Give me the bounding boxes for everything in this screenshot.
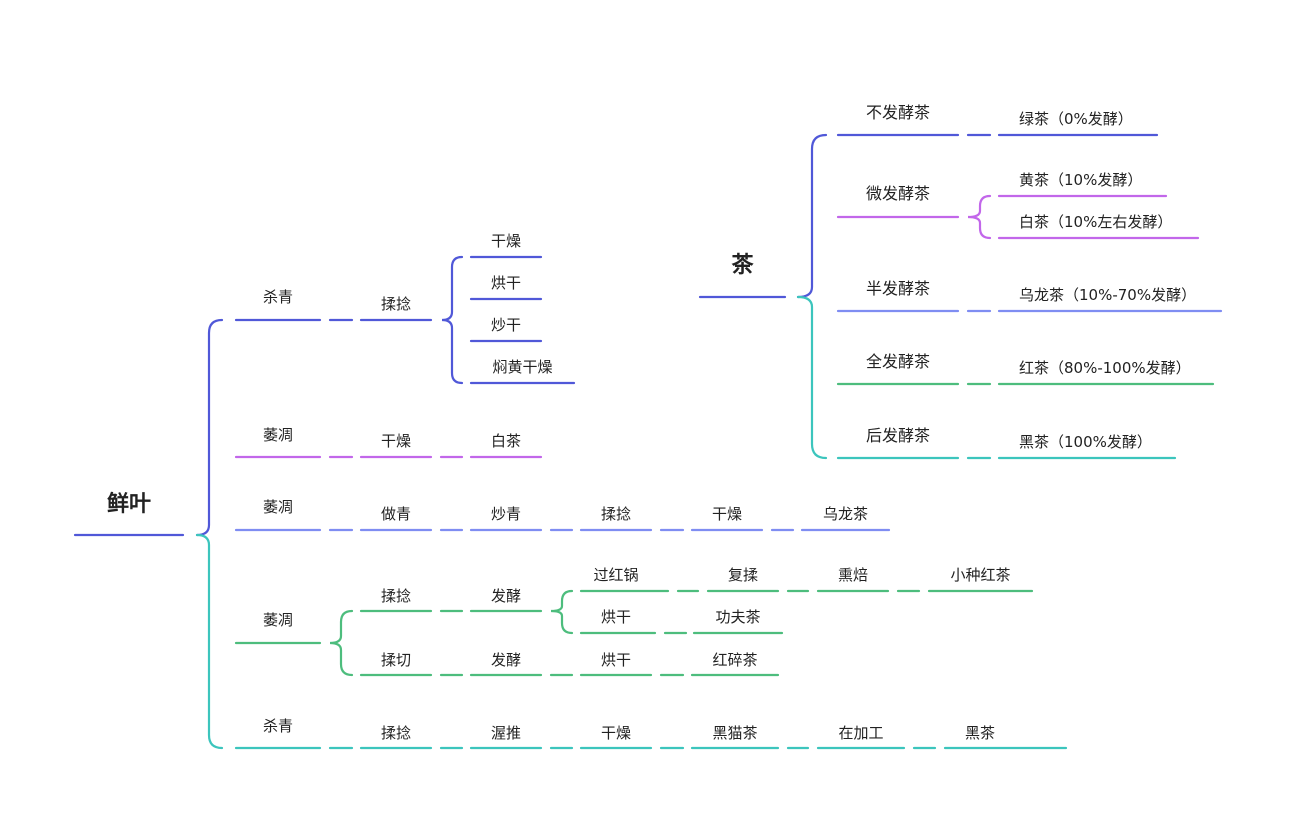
node[interactable]: 功夫茶 bbox=[715, 608, 761, 626]
node[interactable]: 干燥 bbox=[380, 432, 411, 450]
node[interactable]: 熏焙 bbox=[837, 566, 868, 584]
category-node[interactable]: 不发酵茶 bbox=[865, 103, 930, 122]
node[interactable]: 干燥 bbox=[711, 505, 742, 523]
node[interactable]: 发酵 bbox=[490, 651, 521, 669]
node[interactable]: 黑茶 bbox=[964, 724, 995, 742]
node[interactable]: 在加工 bbox=[838, 724, 884, 742]
node[interactable]: 揉捻 bbox=[380, 587, 411, 605]
main-bracket-top bbox=[195, 318, 224, 537]
category-node[interactable]: 微发酵茶 bbox=[865, 184, 930, 203]
node[interactable]: 萎凋 bbox=[262, 426, 293, 444]
node[interactable]: 萎凋 bbox=[262, 498, 293, 516]
node[interactable]: 揉捻 bbox=[380, 724, 411, 742]
node[interactable]: 揉捻 bbox=[380, 295, 411, 313]
node[interactable]: 萎凋 bbox=[262, 611, 293, 629]
root-node-tea[interactable]: 茶 bbox=[731, 253, 754, 278]
node[interactable]: 渥推 bbox=[490, 724, 521, 742]
tea-node[interactable]: 黄茶（10%发酵） bbox=[1019, 171, 1143, 189]
node[interactable]: 白茶 bbox=[490, 432, 521, 450]
row4-lines bbox=[234, 589, 1034, 677]
tea-bracket-bottom bbox=[796, 295, 828, 460]
node[interactable]: 焖黄干燥 bbox=[492, 358, 553, 376]
root-node-fresh-leaf[interactable]: 鲜叶 bbox=[106, 492, 151, 517]
node[interactable]: 炒干 bbox=[490, 316, 521, 334]
row1-lines bbox=[234, 255, 576, 385]
tea-node[interactable]: 乌龙茶（10%-70%发酵） bbox=[1019, 286, 1197, 304]
node[interactable]: 杀青 bbox=[262, 288, 293, 306]
node[interactable]: 发酵 bbox=[490, 587, 521, 605]
node[interactable]: 揉切 bbox=[380, 651, 411, 669]
node[interactable]: 过红锅 bbox=[593, 566, 639, 584]
node[interactable]: 乌龙茶 bbox=[822, 505, 868, 523]
node[interactable]: 黑猫茶 bbox=[712, 724, 758, 742]
node[interactable]: 杀青 bbox=[262, 717, 293, 735]
main-bracket-bottom bbox=[195, 533, 224, 750]
tea-node[interactable]: 黑茶（100%发酵） bbox=[1019, 433, 1152, 451]
node[interactable]: 烘干 bbox=[600, 608, 631, 626]
tea-node[interactable]: 白茶（10%左右发酵） bbox=[1019, 213, 1173, 231]
node[interactable]: 烘干 bbox=[600, 651, 631, 669]
category-node[interactable]: 后发酵茶 bbox=[865, 426, 930, 445]
node[interactable]: 红碎茶 bbox=[712, 651, 758, 669]
node[interactable]: 烘干 bbox=[490, 274, 521, 292]
node[interactable]: 炒青 bbox=[490, 505, 521, 523]
node[interactable]: 小种红茶 bbox=[950, 566, 1011, 584]
node[interactable]: 干燥 bbox=[600, 724, 631, 742]
category-node[interactable]: 全发酵茶 bbox=[865, 352, 930, 371]
tea-bracket-top bbox=[796, 133, 828, 299]
category-node[interactable]: 半发酵茶 bbox=[865, 279, 930, 298]
tea-node[interactable]: 绿茶（0%发酵） bbox=[1019, 110, 1133, 128]
node[interactable]: 复揉 bbox=[727, 566, 758, 584]
tea-node[interactable]: 红茶（80%-100%发酵） bbox=[1019, 359, 1191, 377]
node[interactable]: 做青 bbox=[380, 505, 411, 523]
node[interactable]: 揉捻 bbox=[600, 505, 631, 523]
node[interactable]: 干燥 bbox=[490, 232, 521, 250]
